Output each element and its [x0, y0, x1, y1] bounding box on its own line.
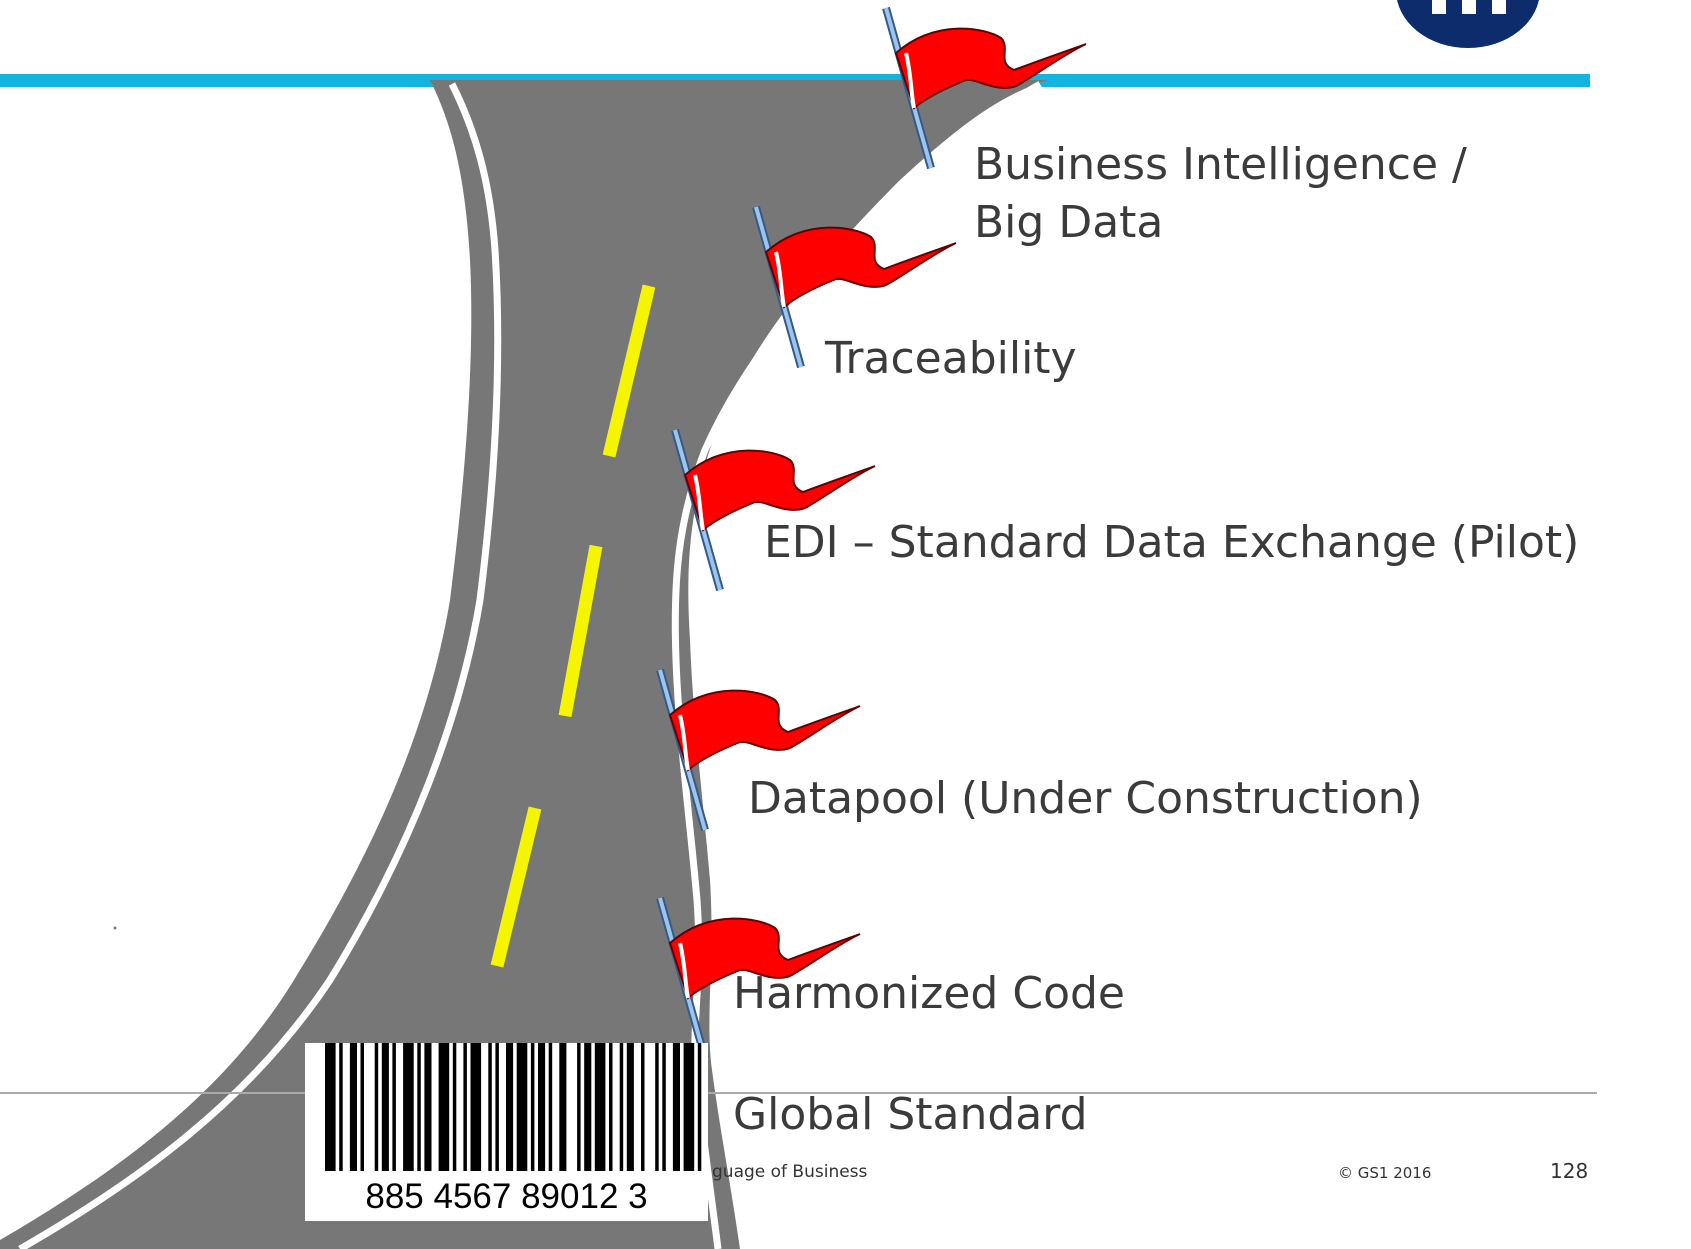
- milestone-line: Traceability: [825, 333, 1077, 384]
- milestone-line: Harmonized Code: [733, 968, 1125, 1019]
- milestone-datapool: Datapool (Under Construction): [748, 770, 1423, 828]
- barcode-bar: [360, 1043, 364, 1171]
- footer-page-number: 128: [1550, 1159, 1589, 1183]
- milestone-harmonized-code: Harmonized Code: [733, 965, 1125, 1023]
- barcode-bar: [349, 1043, 357, 1171]
- barcode-bar: [403, 1043, 414, 1171]
- barcode-bar: [452, 1043, 457, 1171]
- barcode-bar: [584, 1043, 592, 1171]
- barcode-bar: [424, 1043, 432, 1171]
- milestone-traceability: Traceability: [825, 330, 1077, 388]
- barcode-bar: [662, 1043, 666, 1171]
- barcode-bar: [463, 1043, 467, 1171]
- milestone-line: Big Data: [974, 197, 1164, 248]
- milestone-business-intelligence: Business Intelligence / Big Data: [974, 136, 1467, 252]
- milestone-line: Datapool (Under Construction): [748, 773, 1423, 824]
- center-line-dash: [490, 806, 542, 968]
- barcode-bar: [641, 1043, 645, 1171]
- barcode-bar: [548, 1043, 553, 1171]
- barcode-bar: [683, 1043, 695, 1171]
- barcode-bars: [325, 1043, 702, 1171]
- milestone-line: Global Standard: [733, 1089, 1088, 1140]
- barcode-bar: [559, 1043, 567, 1171]
- barcode-bar: [417, 1043, 421, 1171]
- barcode-bar: [594, 1043, 606, 1171]
- barcode-bar: [495, 1043, 499, 1171]
- milestone-line: EDI – Standard Data Exchange (Pilot): [764, 517, 1580, 568]
- milestone-global-standard: Global Standard: [733, 1086, 1088, 1144]
- barcode-bar: [516, 1043, 528, 1171]
- barcode-bar: [392, 1043, 396, 1171]
- barcode-bar: [577, 1043, 581, 1171]
- gs1-logo: [1397, 0, 1539, 48]
- milestone-line: Business Intelligence /: [974, 139, 1467, 190]
- milestone-edi: EDI – Standard Data Exchange (Pilot): [764, 514, 1579, 572]
- barcode-bar: [325, 1043, 336, 1171]
- barcode-bar: [530, 1043, 535, 1171]
- barcode-bar: [609, 1043, 613, 1171]
- barcode-bar: [619, 1043, 624, 1171]
- stray-dot: [113, 926, 117, 930]
- barcode-bar: [538, 1043, 546, 1171]
- road: [0, 80, 1048, 1249]
- barcode-bar: [655, 1043, 659, 1171]
- barcode-bar: [626, 1043, 634, 1171]
- barcode-bar: [470, 1043, 482, 1171]
- barcode: 885 4567 89012 3: [305, 1043, 708, 1221]
- barcode-bar: [381, 1043, 389, 1171]
- center-line-dash: [558, 544, 603, 718]
- barcode-bar: [374, 1043, 379, 1171]
- barcode-bar: [506, 1043, 514, 1171]
- barcode-bar: [697, 1043, 702, 1171]
- barcode-bar: [438, 1043, 450, 1171]
- barcode-bar: [672, 1043, 680, 1171]
- barcode-bar: [488, 1043, 492, 1171]
- center-line-dash: [602, 284, 656, 458]
- barcode-digits: 885 4567 89012 3: [365, 1177, 648, 1216]
- barcode-bar: [339, 1043, 343, 1171]
- footer-tagline: guage of Business: [712, 1162, 868, 1182]
- footer-copyright: © GS1 2016: [1338, 1164, 1432, 1182]
